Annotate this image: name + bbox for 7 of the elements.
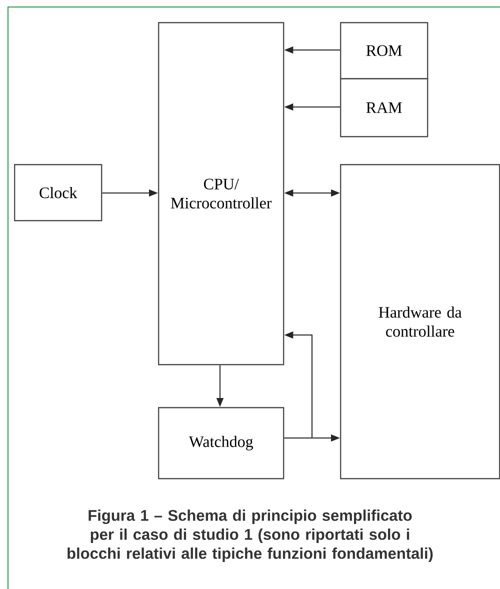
figure-caption: Figura 1 – Schema di principio semplificato per il caso di studio 1 (sono riportati solo i blocchi relativi alle tipiche funzioni fondamentali) (68, 510, 433, 562)
rom-box: ROM (340, 22, 428, 80)
cpu-box: CPU/ Microcontroller (158, 22, 284, 366)
ram-box: RAM (340, 78, 428, 138)
watchdog-box: Watchdog (158, 407, 284, 480)
hardware-box: Hardware da controllare (340, 164, 500, 480)
clock-box: Clock (14, 164, 102, 222)
